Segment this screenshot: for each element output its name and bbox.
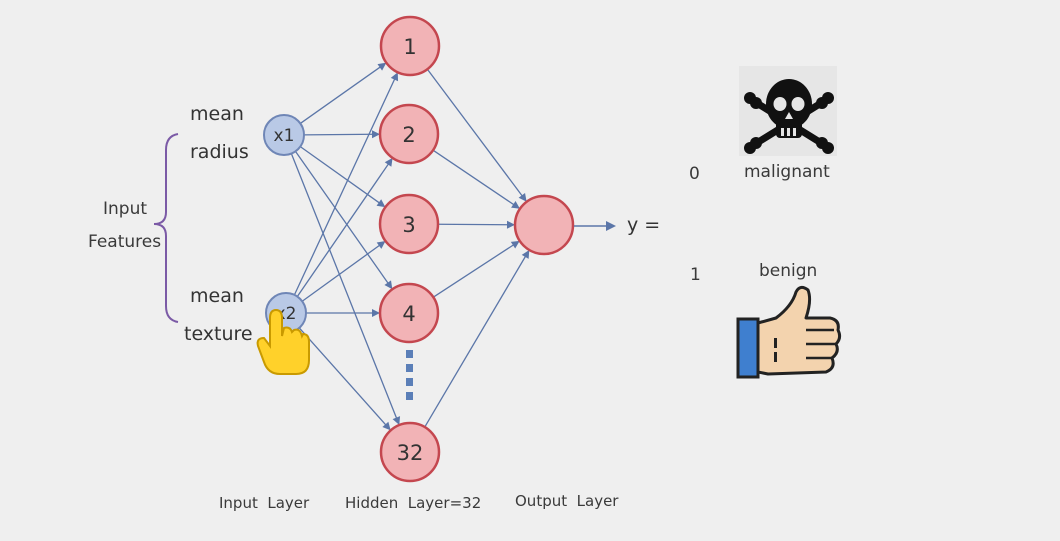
edge-x2-to-hidden-3-arrowhead — [376, 241, 386, 249]
x1-feature-line1: mean — [190, 103, 244, 125]
edge-hidden-3-to-output-arrowhead — [506, 220, 516, 229]
edge-hidden-4-to-output — [432, 243, 516, 298]
edge-x2-to-hidden-1 — [293, 77, 396, 296]
edge-x1-to-hidden-3-arrowhead — [376, 199, 386, 208]
output-layer-label: Output Layer — [515, 492, 619, 510]
hidden-node-3-label: 3 — [402, 213, 415, 237]
class-1-value: 1 — [690, 265, 701, 285]
input-node-x1: x1 — [263, 114, 305, 156]
output-node — [513, 194, 575, 256]
hidden-node-1: 1 — [379, 15, 441, 77]
edge-x1-to-hidden-4-arrowhead — [384, 280, 393, 290]
x2-feature-line2: texture — [184, 323, 253, 345]
edge-hidden-32-to-output-arrowhead — [521, 249, 530, 259]
thumbs-up-icon — [736, 285, 842, 379]
hidden-node-2-label: 2 — [402, 123, 415, 147]
output-equation: y = — [627, 214, 661, 236]
edge-x2-to-hidden-1-arrowhead — [390, 72, 399, 82]
class-0-value: 0 — [689, 164, 700, 184]
edge-x1-to-hidden-2-arrowhead — [371, 130, 381, 139]
edge-x2-to-hidden-2-arrowhead — [384, 157, 393, 167]
input-features-label-line2: Features — [88, 232, 162, 252]
class-0-name: malignant — [744, 162, 830, 182]
hidden-node-4-label: 4 — [402, 302, 415, 326]
input-features-label-line1: Input — [103, 199, 148, 219]
input-layer-label: Input Layer — [219, 494, 310, 512]
edge-hidden-3-to-output — [437, 223, 510, 226]
edge-x1-to-hidden-1 — [299, 65, 382, 124]
edge-x1-to-hidden-1-arrowhead — [377, 62, 387, 71]
input-node-x1-label: x1 — [274, 126, 295, 146]
hidden-node-2: 2 — [378, 103, 440, 165]
network-edges — [290, 62, 530, 431]
x2-feature-line1: mean — [190, 285, 244, 307]
edge-x1-to-hidden-4 — [294, 150, 390, 285]
edge-x1-to-hidden-2 — [303, 133, 375, 136]
edge-x1-to-hidden-32-arrowhead — [392, 416, 401, 426]
edge-hidden-1-to-output — [426, 68, 524, 198]
hidden-node-32-label: 32 — [397, 441, 424, 465]
edge-hidden-32-to-output — [424, 254, 527, 428]
edge-hidden-2-to-output-arrowhead — [511, 201, 520, 209]
hidden-node-4: 4 — [378, 282, 440, 344]
edge-x2-to-hidden-32-arrowhead — [382, 421, 391, 431]
edge-hidden-2-to-output — [432, 149, 516, 206]
edge-x2-to-hidden-32 — [298, 327, 388, 427]
edge-hidden-4-to-output-arrowhead — [510, 240, 520, 249]
x1-feature-line2: radius — [190, 141, 249, 163]
hidden-layer-label: Hidden Layer=32 — [345, 494, 482, 512]
hidden-ellipsis — [406, 350, 413, 400]
edge-x2-to-hidden-2 — [296, 162, 390, 297]
edge-x2-to-hidden-4-arrowhead — [372, 309, 380, 317]
edge-x1-to-hidden-32 — [290, 153, 398, 420]
hidden-node-32: 32 — [379, 421, 441, 483]
output-arrow — [574, 221, 616, 231]
hand-cursor-icon — [256, 308, 310, 375]
edge-x2-to-hidden-3 — [301, 243, 382, 302]
hidden-node-3: 3 — [378, 193, 440, 255]
edge-hidden-1-to-output-arrowhead — [518, 192, 527, 202]
skull-crossbones-icon — [739, 66, 837, 156]
hidden-node-1-label: 1 — [403, 35, 416, 59]
input-features-brace — [153, 133, 179, 323]
class-1-name: benign — [759, 261, 818, 281]
